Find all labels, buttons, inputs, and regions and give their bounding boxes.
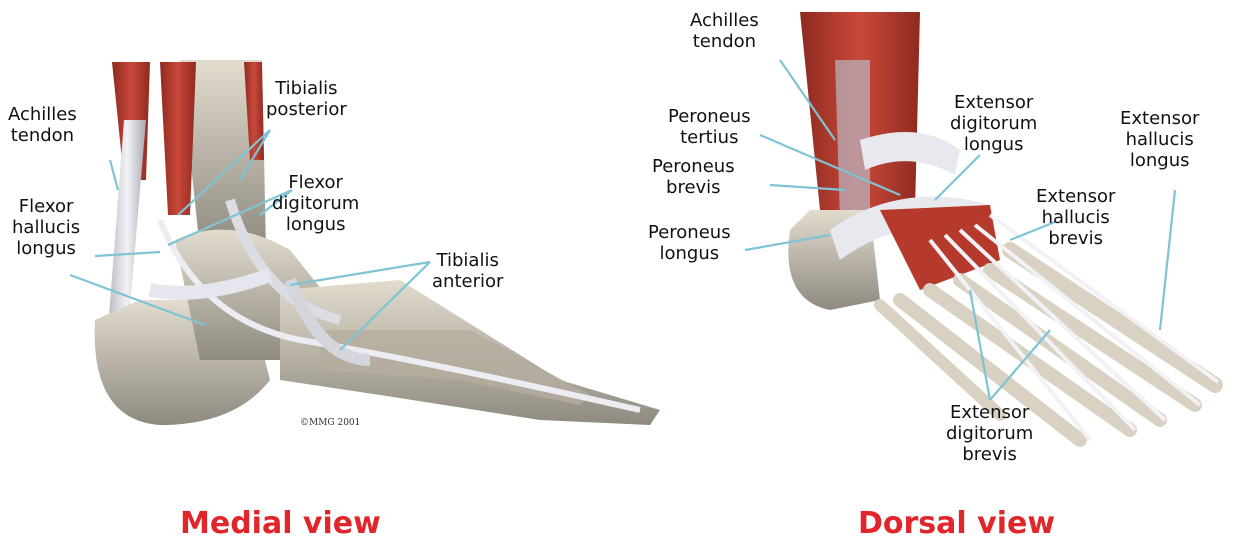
caption-medial-view: Medial view xyxy=(180,506,381,541)
label-peroneus-brevis: Peroneus brevis xyxy=(652,156,735,198)
copyright-notice: ©MMG 2001 xyxy=(300,418,360,428)
label-achilles-tendon-medial: Achilles tendon xyxy=(8,104,77,146)
label-achilles-tendon-dorsal: Achilles tendon xyxy=(690,10,759,52)
label-peroneus-longus: Peroneus longus xyxy=(648,222,731,264)
label-flexor-digitorum-longus: Flexor digitorum longus xyxy=(272,172,359,235)
label-extensor-digitorum-longus: Extensor digitorum longus xyxy=(950,92,1037,155)
label-peroneus-tertius: Peroneus tertius xyxy=(668,106,751,148)
label-extensor-hallucis-brevis: Extensor hallucis brevis xyxy=(1036,186,1115,249)
caption-dorsal-view: Dorsal view xyxy=(858,506,1055,541)
label-tibialis-anterior: Tibialis anterior xyxy=(432,250,503,292)
label-flexor-hallucis-longus: Flexor hallucis longus xyxy=(12,196,80,259)
label-tibialis-posterior: Tibialis posterior xyxy=(266,78,347,120)
label-extensor-digitorum-brevis: Extensor digitorum brevis xyxy=(946,402,1033,465)
label-extensor-hallucis-longus: Extensor hallucis longus xyxy=(1120,108,1199,171)
